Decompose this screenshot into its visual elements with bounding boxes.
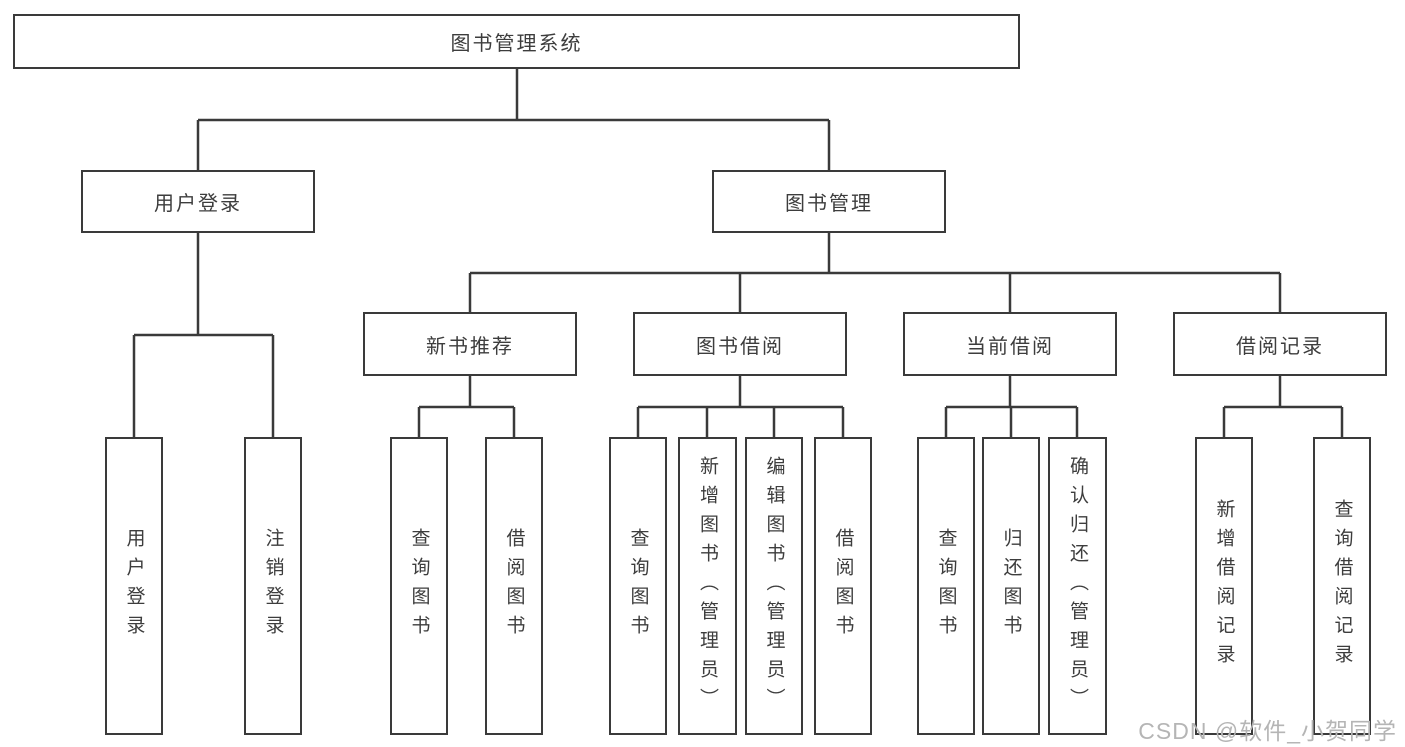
node-label: 确认归还（管理员） <box>1067 455 1088 717</box>
leaf-user-login: 用户登录 <box>105 437 163 735</box>
node-label: 用户登录 <box>123 528 145 644</box>
node-label: 新书推荐 <box>426 335 514 358</box>
leaf-query-borrow-record: 查询借阅记录 <box>1313 437 1371 735</box>
node-label: 借阅记录 <box>1236 335 1324 358</box>
node-label: 图书管理系统 <box>450 33 583 55</box>
node-label: 图书借阅 <box>696 335 784 358</box>
node-label: 查询借阅记录 <box>1331 499 1353 673</box>
node-current-borrow: 当前借阅 <box>903 312 1117 376</box>
node-label: 编辑图书（管理员） <box>763 455 785 717</box>
node-label: 用户登录 <box>154 193 242 215</box>
node-label: 查询图书 <box>627 528 649 644</box>
node-label: 图书管理 <box>785 193 873 215</box>
leaf-borrow-books: 借阅图书 <box>814 437 872 735</box>
node-label: 新增图书（管理员） <box>697 455 718 717</box>
node-label: 注销登录 <box>262 528 284 644</box>
node-book-borrow: 图书借阅 <box>633 312 847 376</box>
node-new-book-recommend: 新书推荐 <box>363 312 577 376</box>
leaf-edit-books-admin: 编辑图书（管理员） <box>745 437 803 735</box>
node-label: 借阅图书 <box>832 528 854 644</box>
node-label: 新增借阅记录 <box>1213 499 1235 673</box>
node-label: 归还图书 <box>1000 528 1022 644</box>
leaf-return-books: 归还图书 <box>982 437 1040 735</box>
leaf-recommend-query-books: 查询图书 <box>390 437 448 735</box>
leaf-add-borrow-record: 新增借阅记录 <box>1195 437 1253 735</box>
node-borrow-records: 借阅记录 <box>1173 312 1387 376</box>
node-user-login: 用户登录 <box>81 170 315 233</box>
node-root: 图书管理系统 <box>13 14 1020 69</box>
leaf-logout: 注销登录 <box>244 437 302 735</box>
node-label: 查询图书 <box>935 528 957 644</box>
leaf-add-books-admin: 新增图书（管理员） <box>678 437 737 735</box>
node-book-management: 图书管理 <box>712 170 946 233</box>
node-label: 当前借阅 <box>966 335 1054 358</box>
node-label: 借阅图书 <box>503 528 525 644</box>
leaf-recommend-borrow-books: 借阅图书 <box>485 437 543 735</box>
leaf-confirm-return-admin: 确认归还（管理员） <box>1048 437 1107 735</box>
leaf-borrow-query-books: 查询图书 <box>609 437 667 735</box>
leaf-current-query-books: 查询图书 <box>917 437 975 735</box>
node-label: 查询图书 <box>408 528 430 644</box>
